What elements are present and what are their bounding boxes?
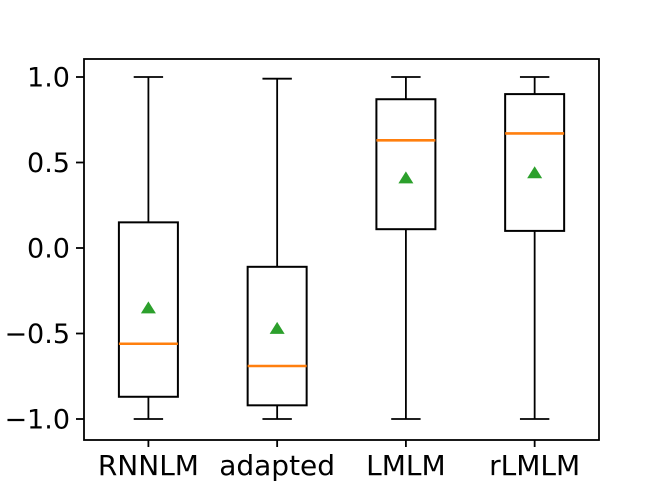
x-tick-label-rLMLM: rLMLM [489, 449, 580, 482]
box-RNNLM [117, 76, 179, 420]
box-LMLM [375, 76, 437, 420]
y-tick-label: 0.5 [27, 148, 70, 179]
box-rLMLM [504, 76, 566, 420]
mean-marker [140, 301, 156, 314]
box-adapted [246, 77, 308, 420]
y-tick-label: −0.5 [4, 319, 70, 350]
y-tick-label: 1.0 [27, 63, 70, 94]
y-tick-label: −1.0 [4, 405, 70, 436]
mean-marker [527, 166, 543, 179]
y-tick-label: 0.0 [27, 234, 70, 265]
x-tick-label-RNNLM: RNNLM [98, 449, 199, 482]
mean-marker [398, 171, 414, 184]
box-rect [375, 98, 437, 231]
x-tick-label-LMLM: LMLM [366, 449, 446, 482]
box-rect [246, 265, 308, 407]
axes-frame [83, 58, 600, 441]
box-rect [504, 93, 566, 232]
mean-marker [269, 321, 285, 334]
x-tick-label-adapted: adapted [219, 449, 335, 482]
